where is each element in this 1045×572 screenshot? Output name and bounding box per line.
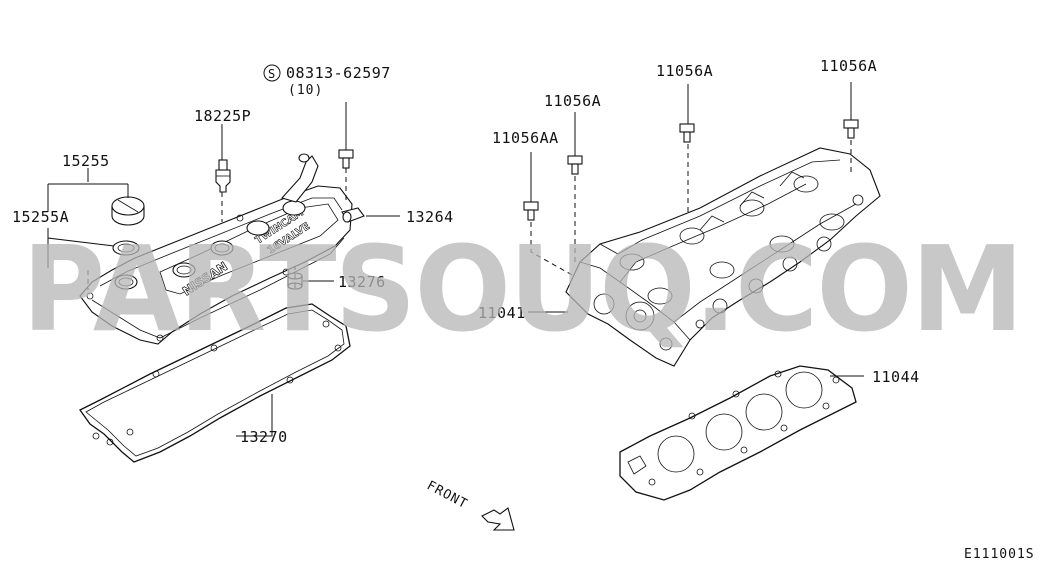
head-bolt-11056AA — [523, 201, 539, 221]
head-bolt-11056A-1 — [567, 155, 583, 175]
rocker-cover-assembly: NISSAN TWINCAM 16VALVE — [79, 153, 353, 345]
front-arrow-icon — [481, 507, 515, 531]
rocker-cover-gasket — [79, 303, 351, 463]
pcv-valve — [215, 159, 231, 193]
breather-hose — [341, 207, 365, 223]
label-08313-group: S 08313-62597 (10) — [263, 64, 391, 98]
label-11041: 11041 — [478, 304, 526, 322]
label-13270: 13270 — [240, 428, 288, 446]
cylinder-head-assembly — [565, 147, 881, 367]
label-13264: 13264 — [406, 208, 454, 226]
front-label: FRONT — [424, 478, 470, 512]
right-leader-lines — [528, 82, 864, 377]
diagram-code: E111001S — [964, 547, 1035, 562]
front-direction-indicator: FRONT — [424, 478, 515, 531]
part-labels: 15255 15255A 18225P S 08313-62597 (10) 1… — [12, 57, 1035, 562]
left-leader-lines — [47, 102, 400, 437]
label-11056AA: 11056AA — [492, 129, 559, 147]
head-bolt-11056A-2 — [679, 123, 695, 143]
label-15255: 15255 — [62, 152, 110, 170]
label-11056A-2: 11056A — [656, 62, 713, 80]
s-circle-icon — [263, 64, 281, 82]
label-08313-prefix: S — [268, 67, 275, 81]
watermark: PARTSOUQ.COM — [22, 220, 1022, 358]
label-08313-qty: (10) — [288, 83, 323, 98]
head-gasket — [619, 365, 857, 501]
label-11056A-1: 11056A — [544, 92, 601, 110]
label-11044: 11044 — [872, 368, 920, 386]
head-bolt-11056A-3 — [843, 119, 859, 139]
label-15255A: 15255A — [12, 208, 69, 226]
head-bolts — [523, 119, 859, 221]
label-13276: 13276 — [338, 273, 386, 291]
filler-cap-seal — [112, 240, 140, 256]
label-18225P: 18225P — [194, 107, 251, 125]
label-08313: 08313-62597 — [286, 64, 391, 82]
cover-bolt — [338, 149, 354, 169]
oil-filler-cap — [111, 196, 145, 226]
label-11056A-3: 11056A — [820, 57, 877, 75]
